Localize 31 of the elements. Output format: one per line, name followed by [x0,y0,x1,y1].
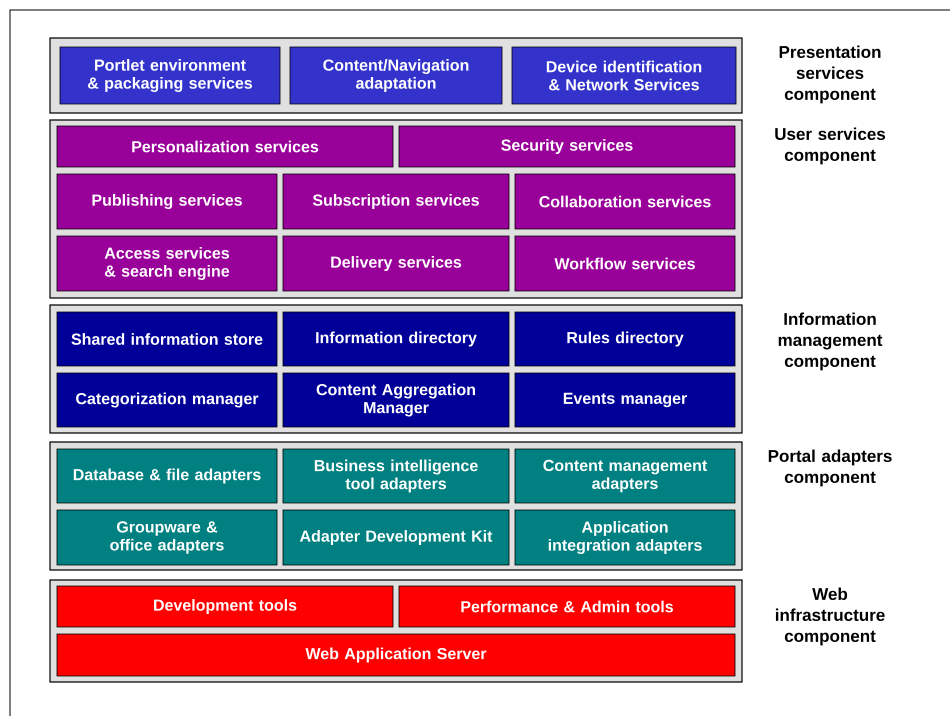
service-box: Rules directory [514,312,736,366]
layer-heading: User services component [775,128,886,164]
service-box: Device identification & Network Services [512,46,736,104]
service-box: Security services [398,126,736,168]
service-box: Access services & search engine [56,236,278,292]
service-box: Collaboration services [514,174,736,230]
service-box: Content/Navigation adaptation [290,46,502,104]
service-box: Groupware & office adapters [56,510,278,566]
service-box: Shared information store [56,312,278,366]
service-box: Business intelligence tool adapters [282,448,510,504]
layer-heading: Information management component [778,312,882,370]
layer-heading: Presentation services component [780,46,880,104]
service-box: Workflow services [514,236,736,292]
service-box: Content Aggregation Manager [282,372,510,428]
service-box: Web Application Server [56,634,736,676]
service-box: Publishing services [56,174,278,230]
layer-heading: Portal adapters component [768,450,892,486]
service-box: Categorization manager [56,372,278,428]
service-box: Subscription services [282,174,510,230]
service-box: Portlet environment & packaging services [60,46,280,104]
layer-heading: Web infrastructure component [776,588,885,646]
service-box: Performance & Admin tools [398,586,736,628]
service-box: Content management adapters [514,448,736,504]
service-box: Application integration adapters [514,510,736,566]
service-box: Information directory [282,312,510,366]
service-box: Personalization services [56,126,394,168]
service-box: Database & file adapters [56,448,278,504]
service-box: Delivery services [282,236,510,292]
service-box: Adapter Development Kit [282,510,510,566]
service-box: Events manager [514,372,736,428]
service-box: Development tools [56,586,394,628]
